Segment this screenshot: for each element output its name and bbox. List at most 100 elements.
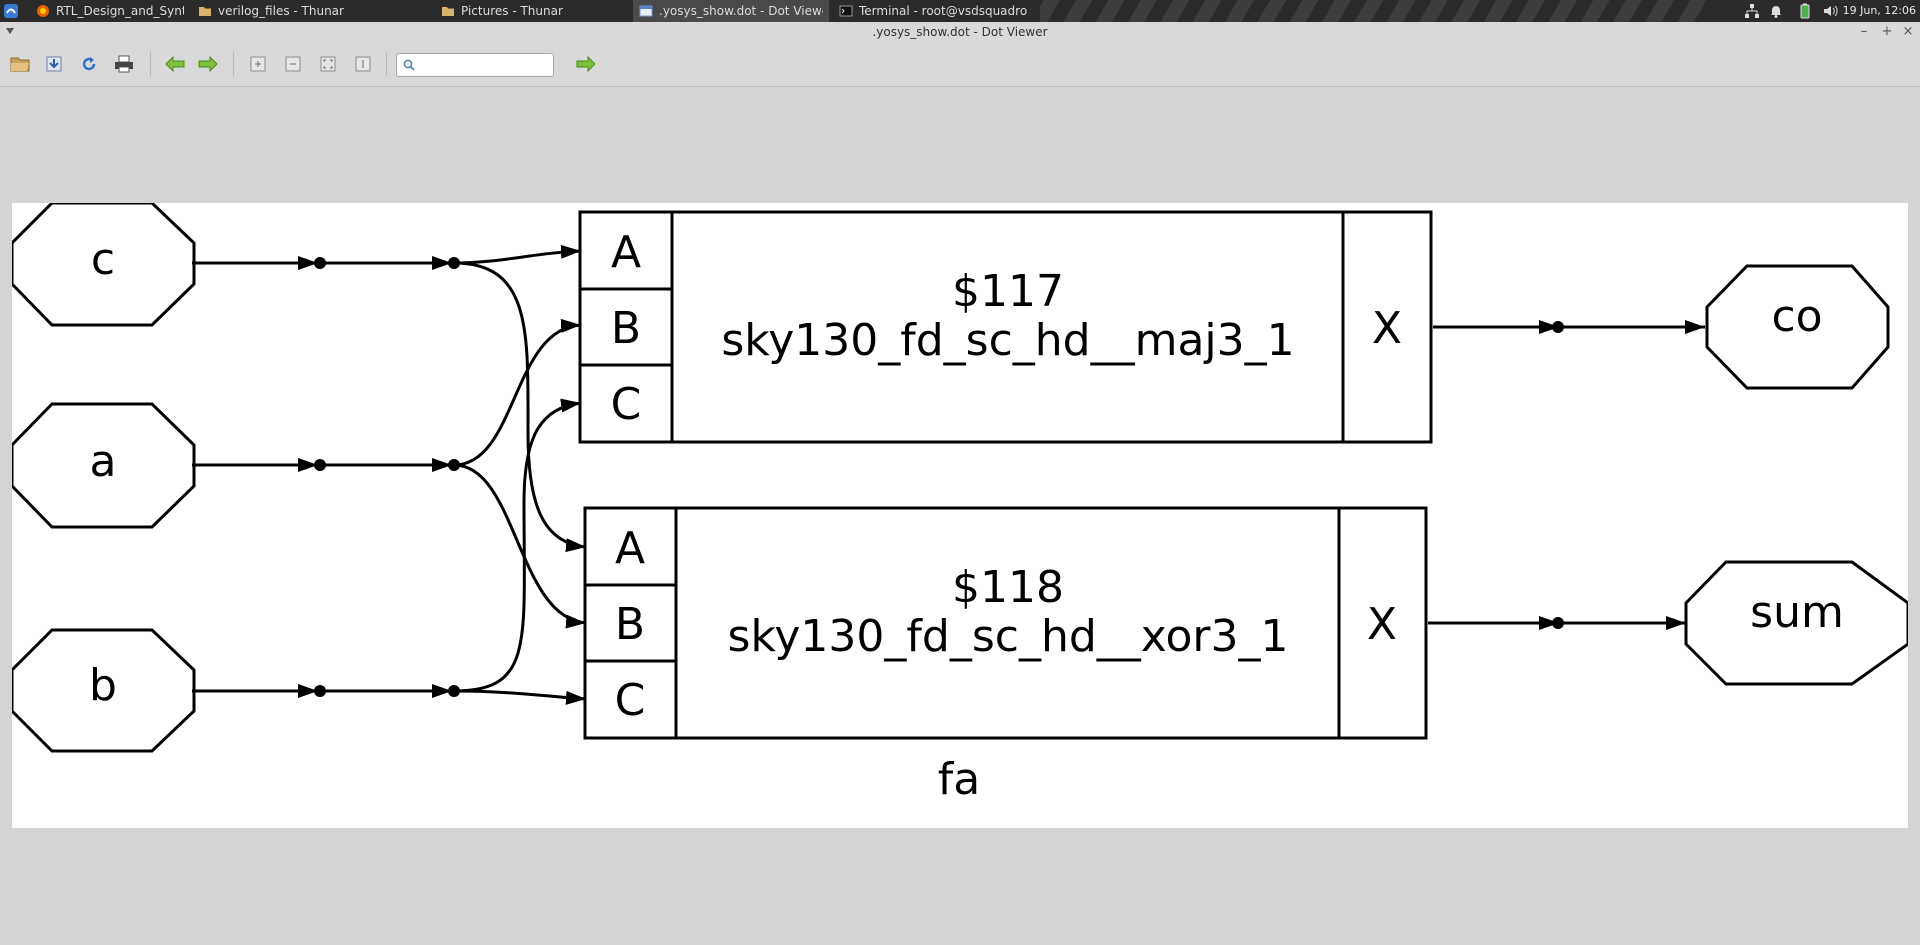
junction-b-2 <box>448 685 460 697</box>
junction-a-2 <box>448 459 460 471</box>
volume-icon[interactable] <box>1822 3 1838 19</box>
cell-118-port-C: C <box>615 675 646 726</box>
zoom-fit-icon <box>320 56 336 72</box>
netlist-graph: c a b co sum A B C $117 sky130_fd_sc_hd_… <box>12 203 1908 805</box>
task-label: Pictures - Thunar <box>461 4 563 18</box>
input-port-a-label: a <box>90 436 117 487</box>
search-input[interactable] <box>421 56 553 76</box>
cell-117-port-B: B <box>611 303 641 354</box>
zoom-original-icon <box>355 56 371 72</box>
arrow-left-icon <box>165 56 185 72</box>
task-thunar-verilog[interactable]: verilog_files - Thunar <box>192 0 352 22</box>
reload-icon <box>82 57 96 71</box>
cell-117-type: sky130_fd_sc_hd__maj3_1 <box>721 315 1294 366</box>
cell-117[interactable]: A B C $117 sky130_fd_sc_hd__maj3_1 X <box>578 210 1433 444</box>
zoom-100-button[interactable] <box>352 53 374 75</box>
clock[interactable]: 19 Jun, 12:06 <box>1842 4 1916 17</box>
battery-icon[interactable] <box>1797 3 1813 19</box>
find-next-button[interactable] <box>575 53 597 75</box>
output-port-co-label: co <box>1771 291 1822 342</box>
junction-c-1 <box>314 257 326 269</box>
wire-b-to-118C <box>453 689 587 705</box>
wire-c-to-118A <box>453 261 587 553</box>
module-label: fa <box>938 754 980 805</box>
junction-sum <box>1552 617 1564 629</box>
folder-icon <box>442 7 454 16</box>
wire-a-to-118B <box>453 463 587 629</box>
window-menu-icon[interactable] <box>6 28 14 34</box>
zoom-in-button[interactable] <box>247 53 269 75</box>
input-port-c-label: c <box>91 234 115 285</box>
close-icon[interactable]: × <box>1902 24 1914 39</box>
folder-open-icon <box>10 57 30 72</box>
applications-menu-icon[interactable] <box>3 3 19 19</box>
arrow-right-icon <box>198 56 218 72</box>
zoom-out-icon <box>285 56 301 72</box>
dot-viewer-icon <box>639 5 653 17</box>
search-icon <box>403 59 415 71</box>
cell-118-port-B: B <box>615 599 645 650</box>
panel-separator <box>1040 0 1710 22</box>
toolbar-separator <box>233 52 234 76</box>
search-field[interactable] <box>396 53 554 77</box>
folder-icon <box>199 7 211 16</box>
top-panel: RTL_Design_and_Synthesis_i... verilog_fi… <box>0 0 1920 22</box>
open-button[interactable] <box>9 53 31 75</box>
cell-118-id: $118 <box>952 562 1064 613</box>
printer-icon <box>115 55 133 73</box>
zoom-in-icon <box>250 56 266 72</box>
junction-co <box>1552 321 1564 333</box>
output-port-sum-label: sum <box>1750 587 1844 638</box>
save-button[interactable] <box>43 53 65 75</box>
input-port-a[interactable] <box>12 402 196 529</box>
window-titlebar: .yosys_show.dot - Dot Viewer – + × <box>0 22 1920 42</box>
go-arrow-icon <box>576 56 596 72</box>
reload-button[interactable] <box>78 53 100 75</box>
firefox-icon <box>37 5 49 17</box>
task-dot-viewer[interactable]: .yosys_show.dot - Dot Viewer <box>633 0 829 22</box>
notification-bell-icon[interactable] <box>1768 3 1784 19</box>
task-label: verilog_files - Thunar <box>218 4 344 18</box>
task-label: RTL_Design_and_Synthesis_i... <box>56 4 184 18</box>
wire-c-to-118C <box>454 263 524 691</box>
terminal-icon <box>839 5 853 17</box>
download-icon <box>46 56 62 72</box>
cell-117-id: $117 <box>952 266 1064 317</box>
junction-a-1 <box>314 459 326 471</box>
wire-c-to-117A <box>453 244 582 265</box>
cell-117-port-X: X <box>1372 303 1402 354</box>
output-port-sum[interactable] <box>1684 560 1908 686</box>
input-port-b[interactable] <box>12 628 196 753</box>
cell-118-port-X: X <box>1367 599 1397 650</box>
cell-118[interactable]: A B C $118 sky130_fd_sc_hd__xor3_1 X <box>583 506 1428 740</box>
toolbar <box>0 42 1920 87</box>
zoom-out-button[interactable] <box>282 53 304 75</box>
toolbar-separator <box>150 52 151 76</box>
task-firefox[interactable]: RTL_Design_and_Synthesis_i... <box>30 0 190 22</box>
wire-a-to-117B <box>453 318 582 467</box>
cell-118-type: sky130_fd_sc_hd__xor3_1 <box>728 611 1289 662</box>
window-title: .yosys_show.dot - Dot Viewer <box>872 25 1048 39</box>
input-port-c[interactable] <box>12 203 196 327</box>
junction-b-1 <box>314 685 326 697</box>
cell-117-port-C: C <box>611 379 642 430</box>
graph-canvas[interactable]: c a b co sum A B C $117 sky130_fd_sc_hd_… <box>12 203 1908 828</box>
maximize-icon[interactable]: + <box>1881 24 1893 39</box>
input-port-b-label: b <box>89 660 117 711</box>
print-button[interactable] <box>113 53 135 75</box>
network-icon[interactable] <box>1744 3 1760 19</box>
task-label: Terminal - root@vsdsquadro... <box>859 4 1027 18</box>
task-terminal[interactable]: Terminal - root@vsdsquadro... <box>833 0 1033 22</box>
output-port-co[interactable] <box>1705 264 1890 390</box>
back-button[interactable] <box>164 53 186 75</box>
forward-button[interactable] <box>197 53 219 75</box>
junction-c-2 <box>448 257 460 269</box>
task-thunar-pictures[interactable]: Pictures - Thunar <box>435 0 595 22</box>
wire-b-to-117C <box>453 398 582 693</box>
task-label: .yosys_show.dot - Dot Viewer <box>659 4 823 18</box>
zoom-fit-button[interactable] <box>317 53 339 75</box>
minimize-icon[interactable]: – <box>1860 24 1868 39</box>
cell-117-port-A: A <box>611 227 641 278</box>
toolbar-separator <box>386 52 387 76</box>
cell-118-port-A: A <box>615 523 645 574</box>
